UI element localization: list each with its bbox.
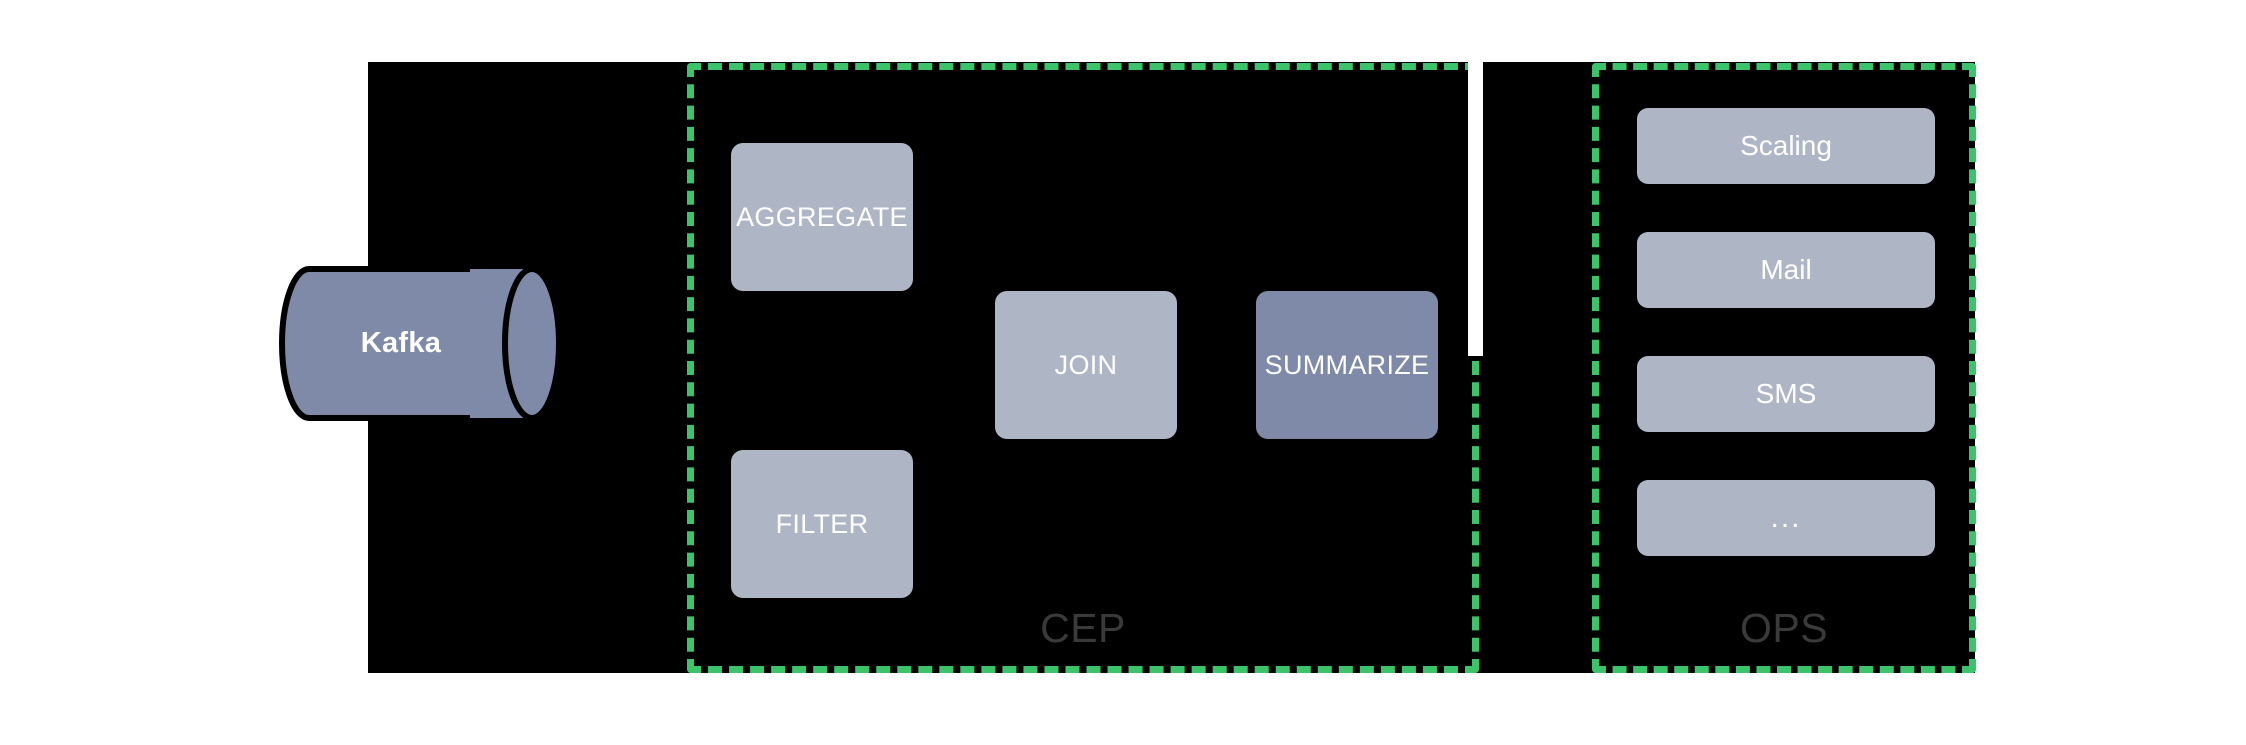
cylinder-icon (279, 266, 562, 421)
zone-cep[interactable] (687, 63, 1479, 673)
ops-action-sms[interactable]: SMS (1637, 356, 1935, 432)
operator-join[interactable]: JOIN (995, 291, 1177, 439)
operator-filter[interactable]: FILTER (731, 450, 913, 598)
zone-separator (1468, 60, 1483, 356)
zone-label-ops: OPS (1739, 605, 1829, 651)
ops-action-mail[interactable]: Mail (1637, 232, 1935, 308)
kafka-source-node[interactable]: Kafka (270, 263, 582, 424)
zone-ops[interactable] (1592, 63, 1976, 673)
zone-label-cep: CEP (1040, 605, 1126, 651)
ops-action-more[interactable]: ... (1637, 480, 1935, 556)
operator-summarize[interactable]: SUMMARIZE (1256, 291, 1438, 439)
operator-aggregate[interactable]: AGGREGATE (731, 143, 913, 291)
ops-action-scaling[interactable]: Scaling (1637, 108, 1935, 184)
